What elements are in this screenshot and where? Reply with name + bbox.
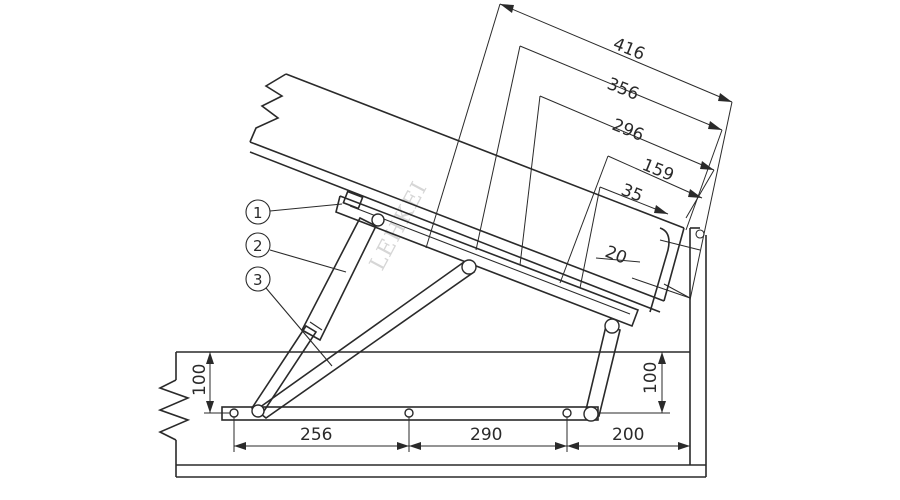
callout-2: 2 (245, 232, 347, 273)
dim-356: 356 (604, 74, 642, 105)
side-wall (689, 227, 707, 477)
dim-200: 200 (612, 425, 644, 445)
callout-1: 1 (245, 199, 343, 225)
pivot-front-bottom (583, 406, 599, 422)
callout-3: 3 (245, 266, 333, 367)
front-arm (584, 325, 621, 417)
vertical-dimension-right (598, 352, 670, 414)
dim-416: 416 (610, 34, 648, 65)
base-dimension-lines (233, 417, 691, 452)
dim-256: 256 (300, 425, 332, 445)
dim-35: 35 (618, 180, 646, 207)
pivot-front-top (604, 318, 620, 334)
dim-100-right: 100 (641, 362, 661, 394)
dim-296: 296 (609, 115, 647, 146)
lid-dimension-lines (425, 3, 733, 301)
pivot-lower-left (251, 404, 265, 418)
dim-159: 159 (639, 155, 677, 186)
svg-text:1: 1 (253, 204, 263, 222)
pivot-arm-top (461, 259, 477, 275)
mounting-rail (335, 190, 640, 328)
lid-dimension-arrows (500, 4, 732, 214)
vertical-dimension-left (204, 352, 230, 414)
dim-290: 290 (470, 425, 502, 445)
lid-panel (249, 73, 685, 313)
svg-text:2: 2 (253, 237, 263, 255)
dim-100-left: 100 (190, 364, 210, 396)
cabinet-base (157, 351, 706, 478)
svg-text:3: 3 (253, 271, 263, 289)
dim-20: 20 (602, 242, 630, 269)
pivot-upper-spring (371, 213, 385, 227)
scissor-arm (254, 260, 476, 419)
